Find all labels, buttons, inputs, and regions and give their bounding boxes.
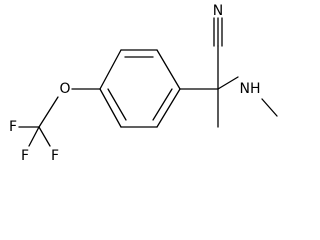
atom-label-fluorine-bottom-right: F [51, 148, 59, 164]
molecule-structure: N NH O F F F [9, 3, 278, 164]
ring-double-bond-inner-3 [152, 88, 173, 121]
atom-label-nitrile-nitrogen: N [213, 3, 223, 19]
bond-cf3-carbon-to-f-bottom-left [28, 126, 40, 147]
ring-bond-3 [99, 49, 122, 90]
atom-label-fluorine-left: F [9, 119, 17, 135]
bond-cf3-carbon-to-f-bottom-right [38, 126, 51, 147]
atom-label-nh: NH [240, 81, 261, 97]
atom-label-oxygen: O [59, 81, 70, 97]
bond-oxygen-to-cf3-carbon [38, 96, 59, 128]
ring-double-bond-inner-2 [107, 88, 127, 121]
ring-bond-6 [156, 88, 181, 128]
ring-bond-1 [156, 49, 181, 90]
bond-quaternary-to-nh [217, 76, 239, 90]
ring-bond-4 [99, 88, 122, 128]
bond-nh-to-methyl [261, 98, 278, 117]
benzene-ring [99, 49, 181, 128]
atom-label-fluorine-bottom-left: F [21, 148, 29, 164]
